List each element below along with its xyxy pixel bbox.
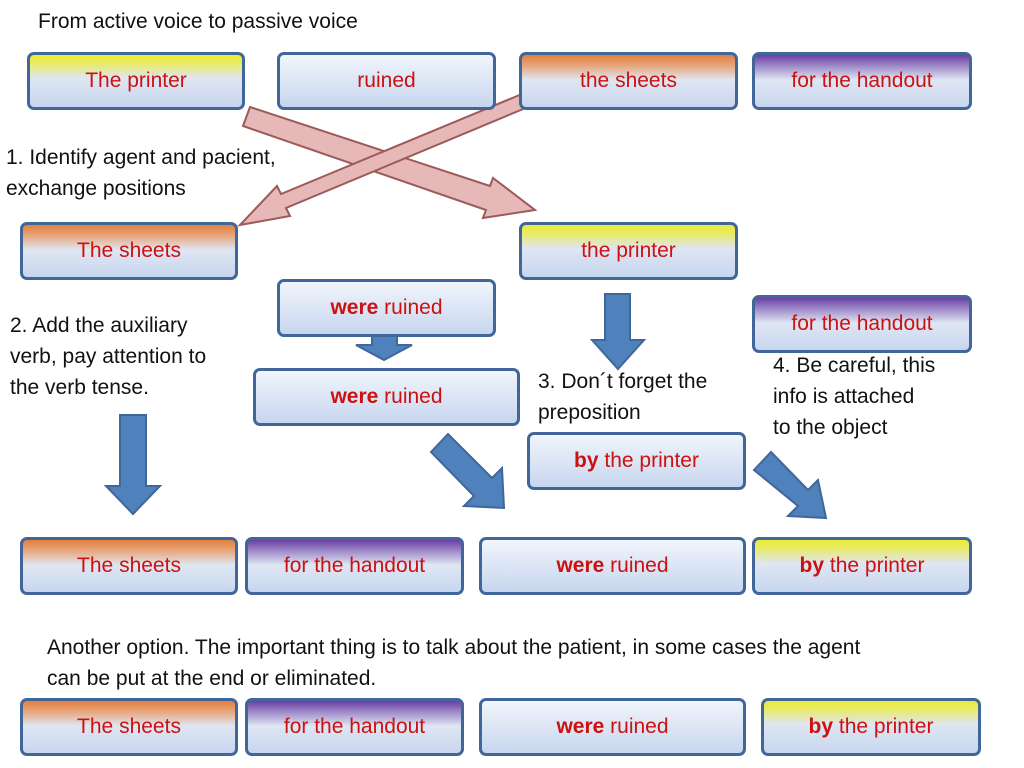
step4-line3: to the object xyxy=(773,416,888,439)
final-agent-rest: the printer xyxy=(833,715,934,738)
aux-bottom-bold: were xyxy=(330,385,379,408)
final-verb-box: were ruined xyxy=(479,698,746,756)
aux-top-rest: ruined xyxy=(378,296,443,319)
final-verb-bold: were xyxy=(556,715,605,738)
by-box-rest: the printer xyxy=(598,449,699,472)
step2-text: 2. Add the auxiliary verb, pay attention… xyxy=(10,310,206,403)
result-agent-bold: by xyxy=(799,554,825,577)
final-subject-box: The sheets xyxy=(20,698,238,756)
note-line2: can be put at the end or eliminated. xyxy=(47,667,377,690)
aux-bottom-rest: ruined xyxy=(378,385,443,408)
active-object-box: the sheets xyxy=(519,52,738,110)
step1-line1: 1. Identify agent and pacient, xyxy=(6,146,276,169)
arrow-diag-verb xyxy=(429,432,506,510)
step4-line1: 4. Be careful, this xyxy=(773,354,936,377)
by-box-bold: by xyxy=(574,449,599,472)
arrow-diag-agent xyxy=(752,450,828,520)
result-verb-rest: ruined xyxy=(604,554,669,577)
final-verb-rest: ruined xyxy=(604,715,669,738)
step4-line2: info is attached xyxy=(773,385,915,408)
page-title: From active voice to passive voice xyxy=(38,10,358,33)
by-agent-box: by the printer xyxy=(527,432,746,490)
step1-line2: exchange positions xyxy=(6,177,186,200)
handout-box: for the handout xyxy=(752,295,972,353)
step3-line1: 3. Don´t forget the xyxy=(538,370,708,393)
final-agent-box: by the printer xyxy=(761,698,981,756)
result-verb-bold: were xyxy=(556,554,605,577)
swap-subject-box: The sheets xyxy=(20,222,238,280)
swap-agent-box: the printer xyxy=(519,222,738,280)
final-object-box: for the handout xyxy=(245,698,464,756)
note-line1: Another option. The important thing is t… xyxy=(47,636,861,659)
active-complement-box: for the handout xyxy=(752,52,972,110)
step3-line2: preposition xyxy=(538,401,641,424)
result-object-box: for the handout xyxy=(245,537,464,595)
active-verb-box: ruined xyxy=(277,52,496,110)
step1-text: 1. Identify agent and pacient, exchange … xyxy=(6,142,276,204)
aux-top-bold: were xyxy=(330,296,379,319)
arrow-down-printer xyxy=(589,293,647,371)
step2-line2: verb, pay attention to xyxy=(10,345,207,368)
result-verb-box: were ruined xyxy=(479,537,746,595)
step2-line3: the verb tense. xyxy=(10,376,149,399)
result-agent-rest: the printer xyxy=(824,554,925,577)
cross-arrow-to-left xyxy=(237,92,530,227)
step3-text: 3. Don´t forget the preposition xyxy=(538,366,707,428)
step4-text: 4. Be careful, this info is attached to … xyxy=(773,350,935,443)
aux-verb-box-top: were ruined xyxy=(277,279,496,337)
result-agent-box: by the printer xyxy=(752,537,972,595)
another-option-note: Another option. The important thing is t… xyxy=(47,632,860,694)
step2-line1: 2. Add the auxiliary xyxy=(10,314,188,337)
arrow-down-left xyxy=(103,414,163,516)
arrow-down-aux xyxy=(355,333,413,362)
result-subject-box: The sheets xyxy=(20,537,238,595)
aux-verb-box-bottom: were ruined xyxy=(253,368,520,426)
active-subject-box: The printer xyxy=(27,52,245,110)
final-agent-bold: by xyxy=(808,715,834,738)
